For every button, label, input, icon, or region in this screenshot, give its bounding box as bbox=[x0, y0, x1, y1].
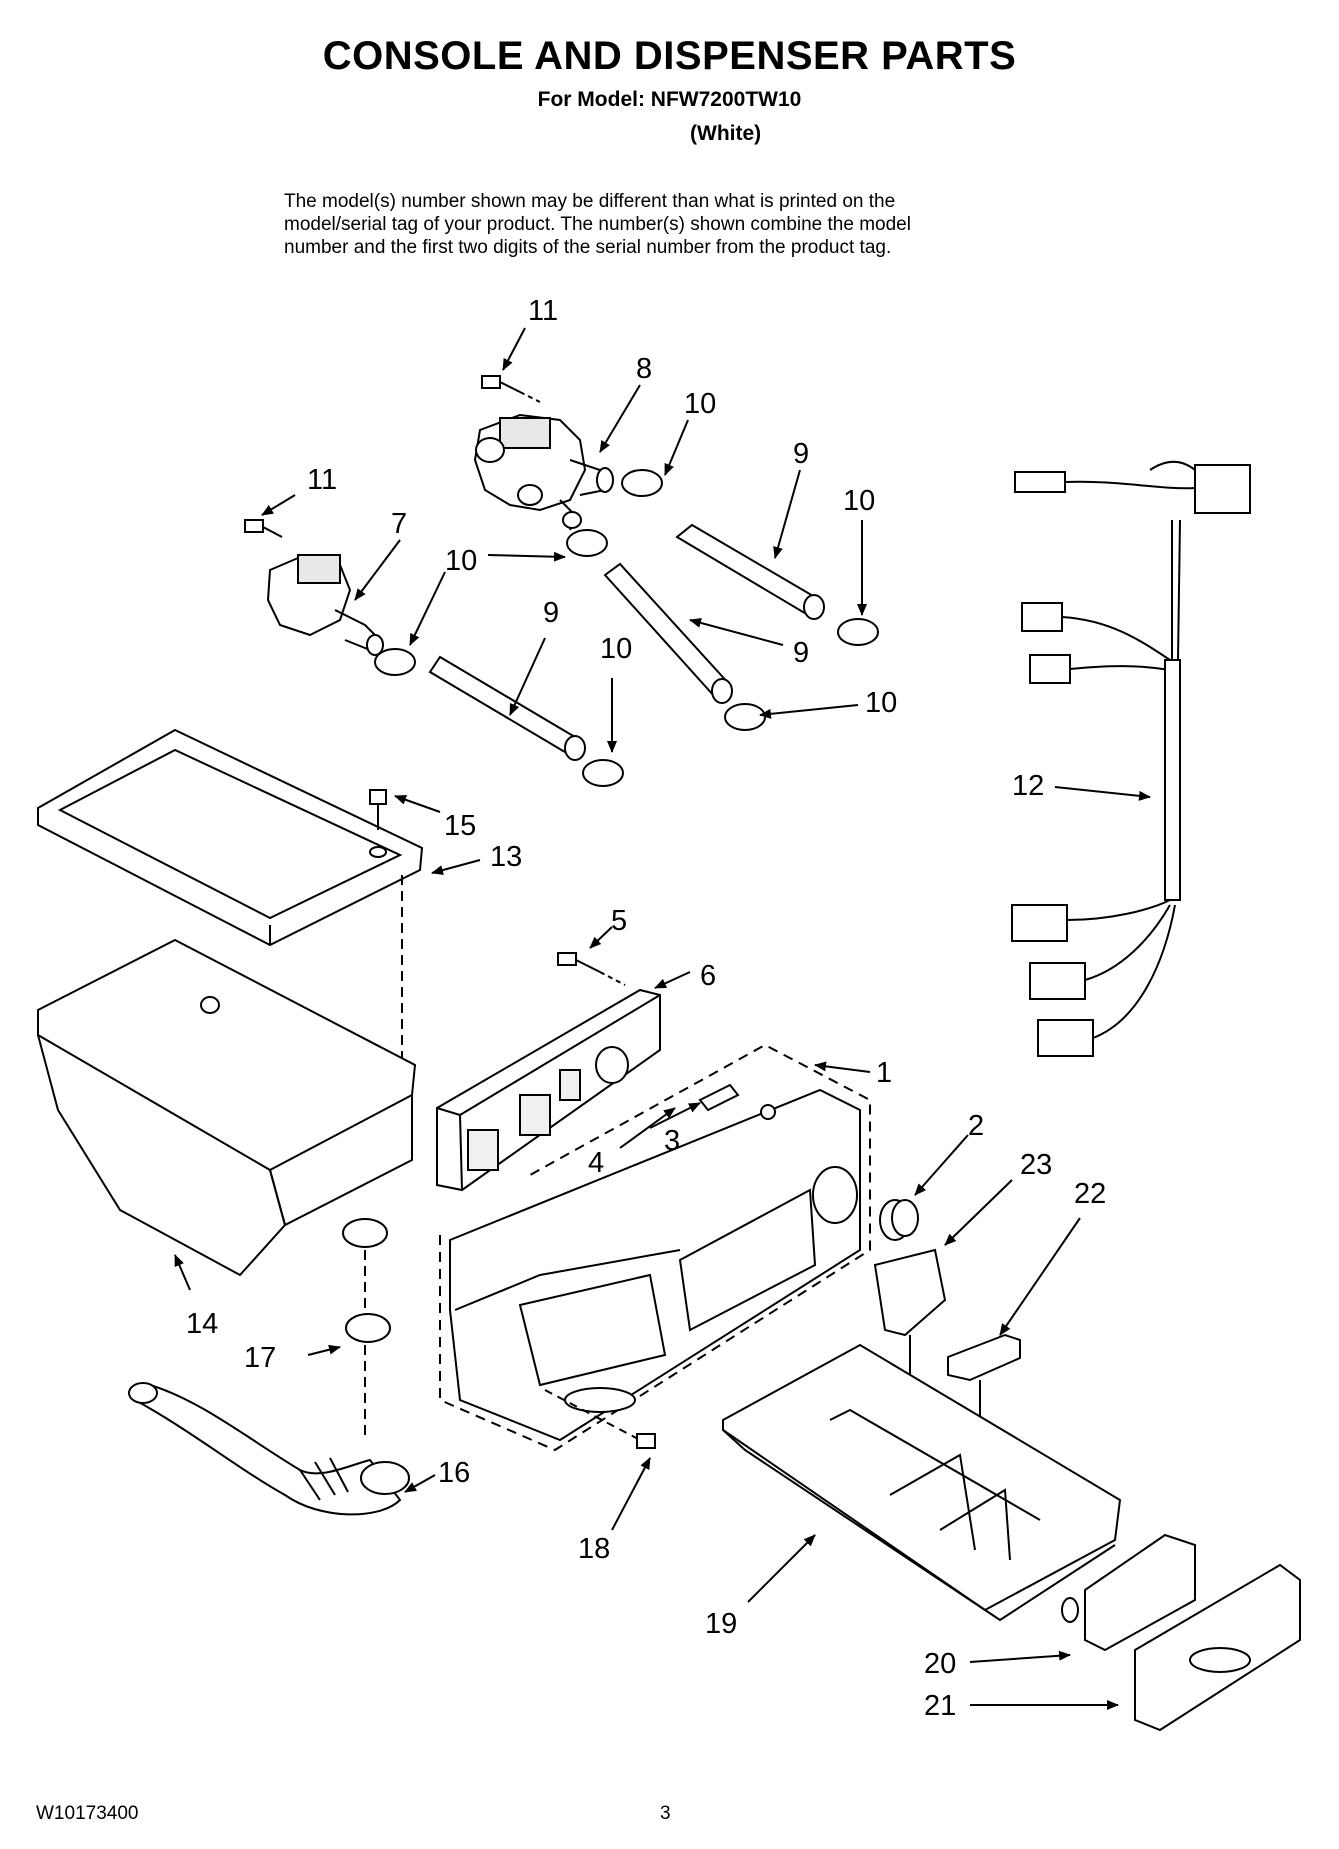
leader-lines bbox=[174, 327, 1151, 1710]
callout-23: 23 bbox=[1020, 1149, 1052, 1181]
callout-10: 10 bbox=[600, 633, 632, 665]
hose-clamps-part-10 bbox=[374, 469, 879, 787]
callout-10: 10 bbox=[684, 388, 716, 420]
knob-part-2 bbox=[879, 1199, 919, 1241]
wire-harness-part-12 bbox=[1011, 460, 1251, 1057]
note-line: number and the first two digits of the s… bbox=[284, 237, 892, 258]
callout-9: 9 bbox=[793, 438, 809, 470]
callout-10: 10 bbox=[843, 485, 875, 517]
dispenser-drawer-part-19 bbox=[722, 1343, 1122, 1622]
callout-20: 20 bbox=[924, 1648, 956, 1680]
callout-12: 12 bbox=[1012, 770, 1044, 802]
document-number: W10173400 bbox=[36, 1803, 139, 1824]
hose-clamp-part-17 bbox=[345, 1313, 391, 1343]
control-board-part-6 bbox=[436, 988, 661, 1192]
callout-9: 9 bbox=[793, 637, 809, 669]
callout-11: 11 bbox=[307, 464, 337, 496]
callout-13: 13 bbox=[490, 841, 522, 873]
callout-5: 5 bbox=[611, 905, 627, 937]
hoses-part-9 bbox=[428, 523, 825, 761]
callout-2: 2 bbox=[968, 1110, 984, 1142]
callout-19: 19 bbox=[705, 1608, 737, 1640]
callout-17: 17 bbox=[244, 1342, 276, 1374]
callout-18: 18 bbox=[578, 1533, 610, 1565]
screw-part-11b bbox=[244, 519, 283, 538]
callout-1: 1 bbox=[876, 1057, 892, 1089]
model-line: For Model: NFW7200TW10 bbox=[537, 88, 802, 111]
console-panel-part-1 bbox=[439, 1043, 871, 1452]
callout-14: 14 bbox=[186, 1308, 218, 1340]
callout-16: 16 bbox=[438, 1457, 470, 1489]
note-line: The model(s) number shown may be differe… bbox=[284, 191, 896, 212]
note-line: model/serial tag of your product. The nu… bbox=[284, 214, 911, 235]
screw-part-11a bbox=[481, 375, 541, 403]
callout-4: 4 bbox=[588, 1147, 604, 1179]
callout-21: 21 bbox=[924, 1690, 956, 1722]
water-valve-part-7 bbox=[266, 553, 384, 656]
callout-8: 8 bbox=[636, 353, 652, 385]
drawer-handle-part-21 bbox=[1134, 1563, 1301, 1732]
sensor-part-22 bbox=[947, 1333, 1021, 1382]
callout-7: 7 bbox=[391, 508, 407, 540]
panel-insert-part-23 bbox=[873, 1248, 947, 1337]
screw-part-15 bbox=[369, 789, 387, 858]
screw-part-5 bbox=[557, 952, 626, 986]
callout-10: 10 bbox=[445, 545, 477, 577]
model-note: The model(s) number shown may be differe… bbox=[284, 190, 1084, 259]
dispenser-lid-part-13 bbox=[37, 728, 424, 947]
water-valve-part-8 bbox=[473, 413, 614, 531]
color-variant: (White) bbox=[690, 122, 762, 145]
callout-22: 22 bbox=[1074, 1178, 1106, 1210]
button-parts-3-4 bbox=[698, 1083, 776, 1120]
page-number: 3 bbox=[660, 1803, 671, 1824]
callout-15: 15 bbox=[444, 810, 476, 842]
callout-10: 10 bbox=[865, 687, 897, 719]
dispenser-housing-part-14 bbox=[37, 938, 417, 1277]
callout-9: 9 bbox=[543, 597, 559, 629]
screw-part-18 bbox=[544, 1389, 656, 1449]
page-title: CONSOLE AND DISPENSER PARTS bbox=[322, 34, 1017, 78]
drawer-insert-part-20 bbox=[1061, 1533, 1196, 1652]
callout-6: 6 bbox=[700, 960, 716, 992]
callout-3: 3 bbox=[664, 1125, 680, 1157]
drain-hose-part-16 bbox=[128, 1382, 410, 1516]
callout-11: 11 bbox=[528, 295, 558, 327]
